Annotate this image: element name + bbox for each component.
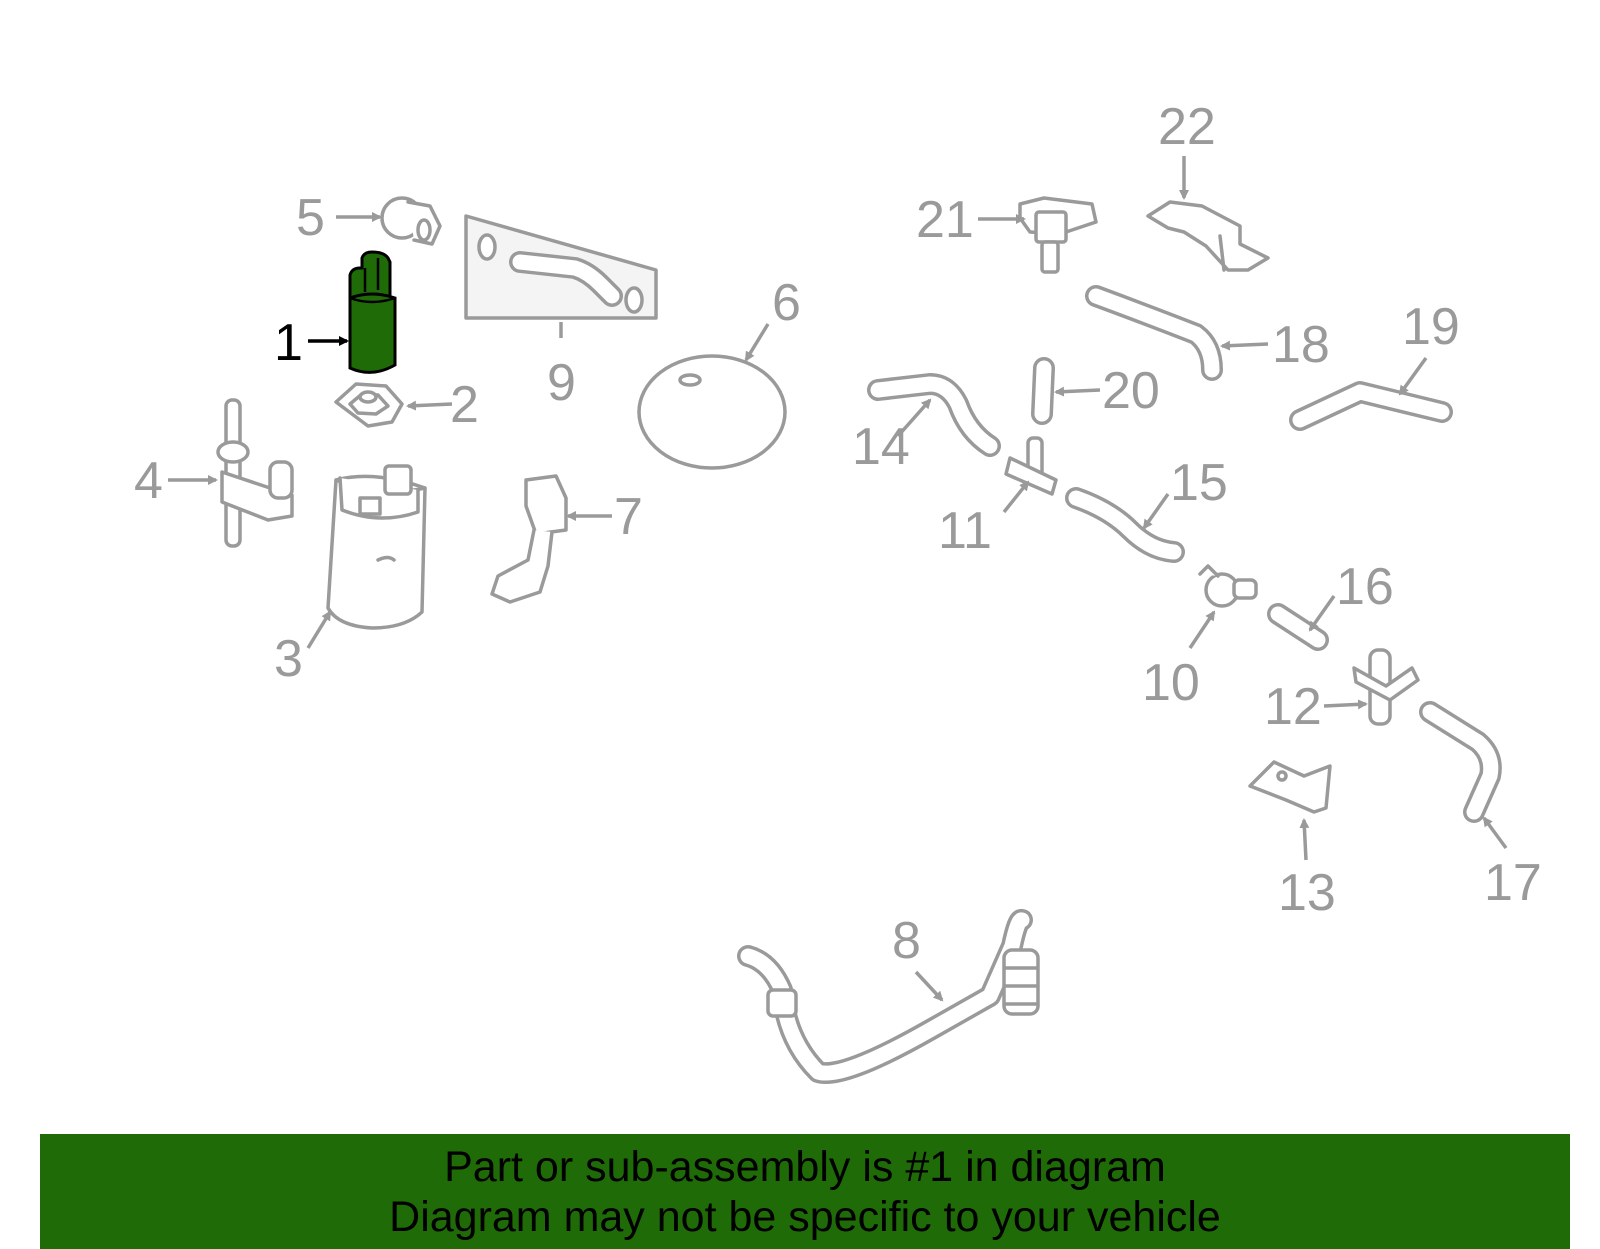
part-9-shield <box>464 214 658 320</box>
arrow-15 <box>1142 492 1170 530</box>
callout-3: 3 <box>274 630 303 688</box>
callout-15: 15 <box>1170 454 1228 512</box>
part-17-hose <box>1419 701 1502 823</box>
part-19-hose <box>1289 381 1453 431</box>
callout-19: 19 <box>1402 298 1460 356</box>
arrow-20 <box>1054 386 1101 397</box>
banner-line-2: Diagram may not be specific to your vehi… <box>389 1193 1221 1241</box>
part-3-canister <box>326 464 427 630</box>
part-22-bracket <box>1146 200 1270 272</box>
arrow-16 <box>1308 594 1336 632</box>
part-5-cap <box>380 196 442 246</box>
callout-7: 7 <box>614 488 643 546</box>
callout-12: 12 <box>1264 678 1322 736</box>
part-6-pad <box>637 354 787 470</box>
part-13-bracket <box>1248 760 1332 814</box>
callout-2: 2 <box>450 376 479 434</box>
arrow-17 <box>1482 816 1508 850</box>
callout-14: 14 <box>852 418 910 476</box>
callout-21: 21 <box>916 191 974 249</box>
part-8-fuel-line <box>737 908 1040 1085</box>
callout-10: 10 <box>1142 654 1200 712</box>
arrow-14 <box>896 398 932 438</box>
part-2-gasket <box>334 382 404 428</box>
part-15-hose <box>1065 487 1185 563</box>
callout-6: 6 <box>772 274 801 332</box>
part-21-sensor <box>1018 196 1098 274</box>
callout-16: 16 <box>1336 558 1394 616</box>
info-banner: Part or sub-assembly is #1 in diagram Di… <box>40 1134 1570 1249</box>
callout-22: 22 <box>1158 98 1216 156</box>
callout-13: 13 <box>1278 864 1336 922</box>
callout-9: 9 <box>547 354 576 412</box>
arrow-6 <box>744 323 770 362</box>
banner-line-1: Part or sub-assembly is #1 in diagram <box>444 1143 1166 1191</box>
part-12-fitting <box>1352 648 1420 726</box>
part-20-tube <box>1031 357 1055 425</box>
arrow-10 <box>1188 610 1216 649</box>
arrow-19 <box>1398 356 1428 396</box>
part-7-sensor <box>490 474 568 604</box>
callout-4: 4 <box>134 452 163 510</box>
arrow-12 <box>1323 699 1368 710</box>
callout-1: 1 <box>274 314 303 372</box>
part-10-valve <box>1198 564 1258 608</box>
arrow-2 <box>406 400 453 411</box>
arrow-11 <box>1002 480 1030 514</box>
arrow-18 <box>1220 340 1269 351</box>
callout-8: 8 <box>892 912 921 970</box>
callout-18: 18 <box>1272 316 1330 374</box>
part-16-tube <box>1267 603 1329 651</box>
callout-20: 20 <box>1102 362 1160 420</box>
part-1-fuel-pump[interactable] <box>348 250 397 374</box>
callout-11: 11 <box>938 502 992 560</box>
part-18-hose <box>1085 285 1223 381</box>
callout-5: 5 <box>296 189 325 247</box>
arrow-13 <box>1299 818 1310 861</box>
arrow-3 <box>306 610 332 649</box>
part-4-valve <box>216 398 294 548</box>
arrow-8 <box>914 970 944 1002</box>
callout-17: 17 <box>1484 854 1542 912</box>
part-11-tee <box>1004 436 1058 496</box>
part-14-hose <box>867 373 1001 457</box>
